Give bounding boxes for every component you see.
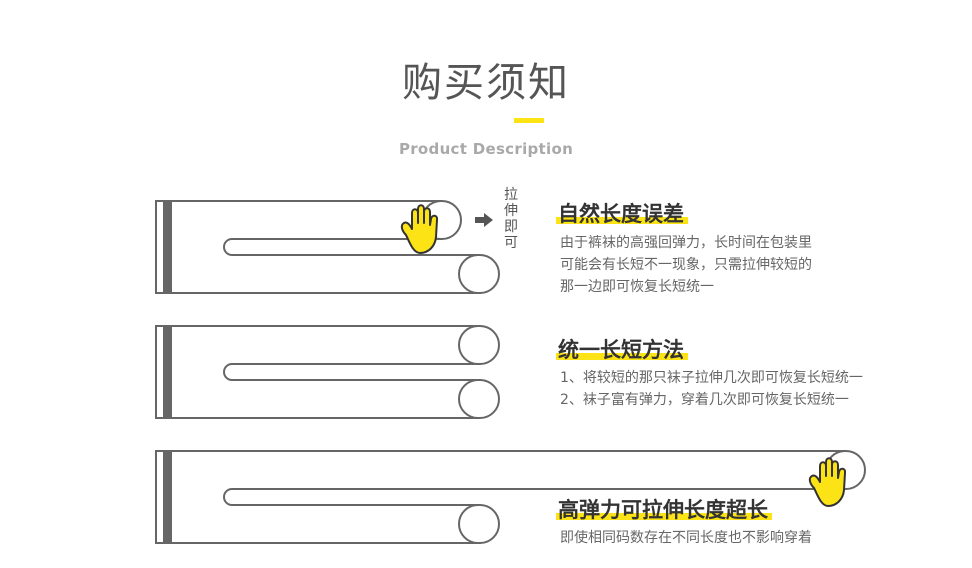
section-heading-high-elasticity: 高弹力可拉伸长度超长	[556, 496, 772, 524]
hand-pull-icon	[808, 457, 847, 507]
hand-pull-icon	[400, 204, 439, 254]
title-underline	[514, 118, 544, 123]
stocking-illustration-2	[155, 325, 500, 419]
section-text-line: 那一边即可恢复长短统一	[560, 279, 714, 295]
section-text-line: 2、袜子富有弹力，穿着几次即可恢复长短统一	[560, 392, 849, 408]
stocking-illustration-1	[155, 200, 500, 294]
page-subtitle: Product Description	[398, 140, 574, 158]
page-title: 购买须知	[402, 60, 570, 106]
section-text-line: 由于裤袜的高强回弹力，长时间在包装里	[560, 235, 812, 251]
section-text-line: 1、将较短的那只袜子拉伸几次即可恢复长短统一	[560, 370, 863, 386]
section-heading-natural-length: 自然长度误差	[556, 200, 688, 228]
stretch-annotation: 拉伸即可	[504, 187, 518, 251]
section-text-line: 即使相同码数存在不同长度也不影响穿着	[560, 530, 812, 546]
arrow-right-icon	[475, 213, 493, 227]
section-heading-unify-length: 统一长短方法	[556, 336, 688, 364]
section-text-line: 可能会有长短不一现象，只需拉伸较短的	[560, 257, 812, 273]
stocking-illustration-3	[155, 450, 866, 544]
